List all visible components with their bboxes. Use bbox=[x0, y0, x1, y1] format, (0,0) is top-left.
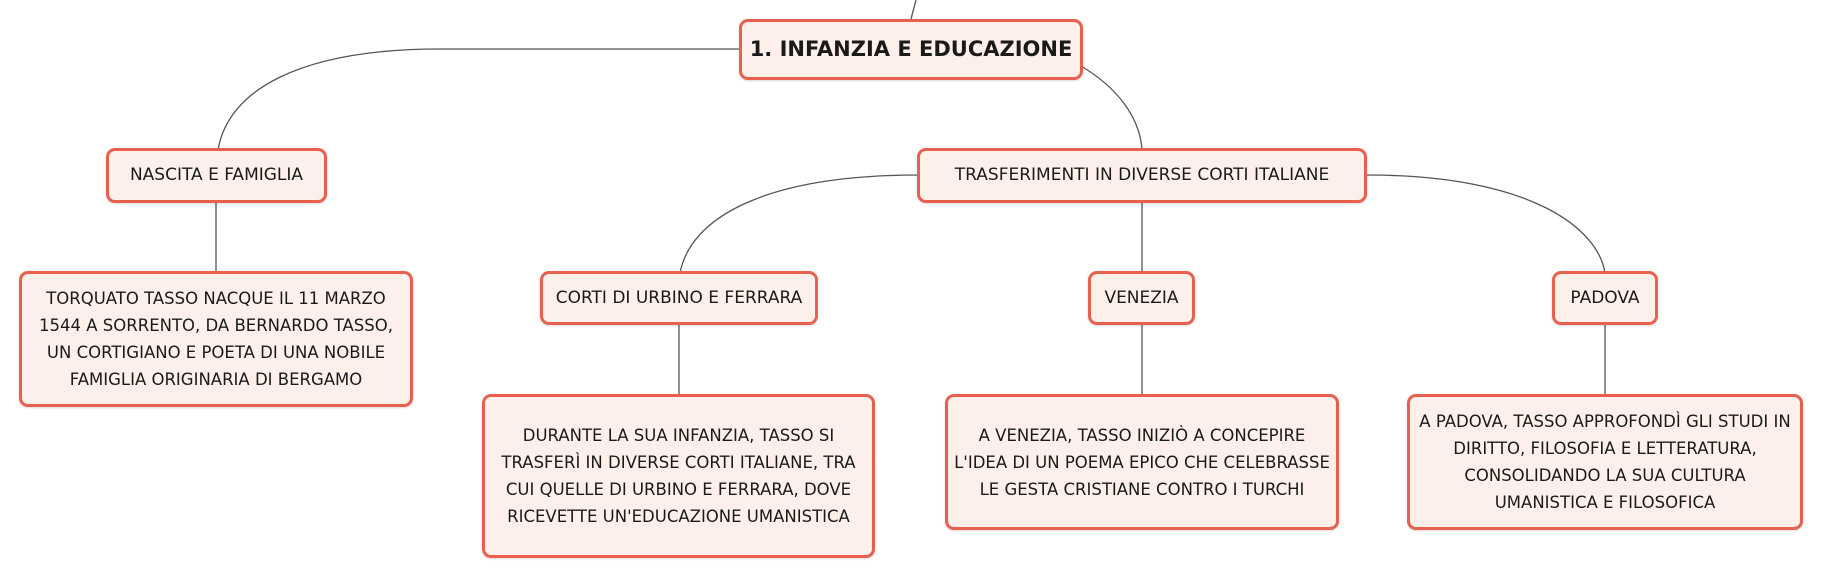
topic-corti-urbino-ferrara[interactable]: CORTI DI URBINO E FERRARA bbox=[540, 271, 818, 325]
topic-padova-label: PADOVA bbox=[1570, 287, 1640, 308]
topic-nascita-label: NASCITA E FAMIGLIA bbox=[129, 165, 304, 185]
detail-nascita-text: TORQUATO TASSO NACQUE IL 11 MARZO 1544 A… bbox=[39, 289, 393, 389]
connector-trasferimenti-to-padova bbox=[1366, 174, 1606, 274]
detail-padova[interactable]: A PADOVA, TASSO APPROFONDÌ GLI STUDI IN … bbox=[1407, 394, 1803, 530]
root-topic-node[interactable]: 1. INFANZIA E EDUCAZIONE bbox=[739, 19, 1083, 80]
topic-venezia-label: VENEZIA bbox=[1104, 287, 1179, 308]
detail-padova-text: A PADOVA, TASSO APPROFONDÌ GLI STUDI IN … bbox=[1419, 412, 1791, 512]
connector-root-to-trasferimenti bbox=[1080, 65, 1143, 151]
root-topic-label: 1. INFANZIA E EDUCAZIONE bbox=[749, 37, 1073, 61]
topic-venezia[interactable]: VENEZIA bbox=[1088, 271, 1195, 325]
topic-urbino-label: CORTI DI URBINO E FERRARA bbox=[555, 287, 803, 308]
detail-urbino[interactable]: DURANTE LA SUA INFANZIA, TASSO SI TRASFE… bbox=[482, 394, 875, 558]
connector-trasferimenti-to-urbino bbox=[679, 174, 920, 274]
detail-venezia-text: A VENEZIA, TASSO INIZIÒ A CONCEPIRE L'ID… bbox=[954, 425, 1330, 499]
detail-nascita[interactable]: TORQUATO TASSO NACQUE IL 11 MARZO 1544 A… bbox=[19, 271, 413, 407]
detail-venezia[interactable]: A VENEZIA, TASSO INIZIÒ A CONCEPIRE L'ID… bbox=[945, 394, 1339, 530]
connector-parent-to-root bbox=[910, 0, 917, 21]
topic-trasferimenti-label: TRASFERIMENTI IN DIVERSE CORTI ITALIANE bbox=[954, 165, 1330, 185]
topic-padova[interactable]: PADOVA bbox=[1552, 271, 1658, 325]
topic-nascita-e-famiglia[interactable]: NASCITA E FAMIGLIA bbox=[106, 148, 327, 203]
detail-urbino-text: DURANTE LA SUA INFANZIA, TASSO SI TRASFE… bbox=[501, 426, 856, 526]
connector-root-to-nascita bbox=[217, 48, 740, 151]
topic-trasferimenti[interactable]: TRASFERIMENTI IN DIVERSE CORTI ITALIANE bbox=[917, 148, 1367, 203]
